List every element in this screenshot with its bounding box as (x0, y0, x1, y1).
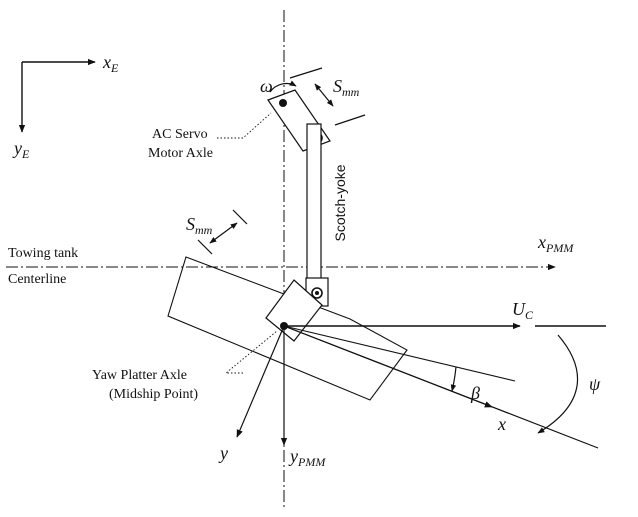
stroke-left-tick-2 (232, 209, 248, 225)
tank-label-line2: Centerline (8, 272, 66, 287)
yaw-platter (265, 279, 323, 342)
stroke-left-label: Smm (186, 214, 213, 237)
body-x-label: x (497, 414, 506, 434)
stroke-top-label: Smm (333, 76, 360, 99)
psi-label: ψ (589, 374, 601, 394)
omega-arrow (269, 80, 297, 93)
beta-arc (450, 366, 457, 392)
xpmm-label: xPMM (537, 232, 574, 255)
beta-label: β (470, 383, 480, 403)
stroke-left-tick-1 (197, 239, 213, 255)
stroke-top: Smm (289, 67, 366, 126)
midship-point (280, 322, 288, 330)
servo-leader (217, 112, 272, 139)
yoke-pin-center (315, 291, 319, 295)
stroke-left: Smm (186, 209, 248, 255)
stroke-top-tick-2 (334, 114, 366, 126)
stroke-top-arrow (314, 83, 334, 107)
yaw-axle-label-line2: (Midship Point) (109, 387, 198, 402)
stroke-left-arrow (209, 222, 238, 244)
yaw-axle-label-line1: Yaw Platter Axle (92, 368, 187, 383)
body-x-arrow (283, 325, 493, 408)
yoke-label: Scotch-yoke (332, 164, 348, 241)
earth-x-label: xE (102, 52, 119, 75)
servo-label-line1: AC Servo (152, 127, 208, 142)
yaw-axle-leader (224, 330, 278, 374)
stroke-top-tick-1 (289, 67, 323, 79)
scotch-yoke: Scotch-yoke (305, 123, 348, 307)
psi-arc (537, 334, 579, 434)
earth-frame: xE yE (12, 52, 119, 161)
yoke-bar (306, 123, 322, 286)
ship-hull (167, 256, 408, 401)
flow-label: UC (512, 299, 534, 322)
body-y-label: y (218, 443, 228, 463)
tank-label-line1: Towing tank (8, 246, 78, 261)
body-y-axis (236, 325, 285, 438)
servo-axle-dot (279, 99, 287, 107)
earth-y-label: yE (12, 138, 30, 161)
servo-label-line2: Motor Axle (148, 146, 213, 161)
velocity-line (283, 325, 516, 382)
ypmm-label: yPMM (288, 446, 326, 469)
omega-label: ω (260, 76, 273, 96)
